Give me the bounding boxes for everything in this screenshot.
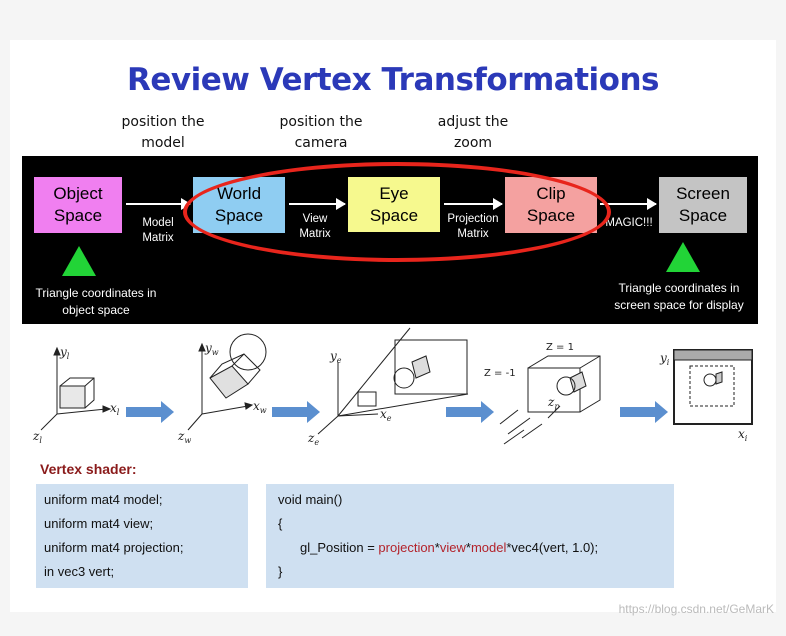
slide-title: Review Vertex Transformations [127,62,659,98]
in-vert-line: in vec3 vert; [44,564,115,579]
model-matrix-label: Model Matrix [132,216,184,246]
object-x-axis-sub: l [117,408,120,417]
object-triangle-icon [62,246,96,276]
world-x-axis-letter: x [253,399,260,413]
screen-space-box: Screen Space [659,177,747,233]
object-z-axis-letter: z [32,429,40,443]
highlight-ellipse [183,162,611,262]
watermark: https://blog.csdn.net/GeMarK [618,602,774,616]
screen-space-label: Screen Space [676,184,730,225]
object-x-axis-label: xl [110,401,120,417]
uniform-projection-line: uniform mat4 projection; [44,540,184,555]
world-z-axis-sub: w [184,436,191,445]
eye-x-axis-label: xe [380,407,392,423]
screen-y-axis-letter: y [659,351,667,365]
shader-declarations-block: uniform mat4 model; uniform mat4 view; u… [36,484,248,588]
eye-x-axis-sub: e [387,414,392,423]
caption-position-model: position the model [108,112,218,154]
clip-z-axis-sub: p [554,402,559,411]
caption-position-camera-text: position the camera [279,114,363,151]
screen-x-axis-label: xi [738,427,748,443]
clip-z-axis-letter: z [547,395,555,409]
transform-figures: yl xl zl yw xw zw ye xe [32,327,753,447]
eye-y-axis-sub: e [337,356,342,365]
eye-x-axis-letter: x [380,407,387,421]
world-z-axis-letter: z [177,429,185,443]
magic-label: MAGIC!!! [600,216,658,231]
object-y-axis-sub: l [67,352,70,361]
caption-adjust-zoom: adjust the zoom [418,112,528,154]
shader-main-block: void main() { gl_Position = projection*v… [266,484,674,588]
screen-triangle-icon [666,242,700,272]
object-y-axis-label: yl [59,345,70,361]
multiply-op-1: * [434,540,440,555]
figure-arrow-4 [620,401,668,423]
world-z-axis-label: zw [177,429,191,445]
vertex-shader-heading: Vertex shader: [40,461,137,477]
main-signature-line: void main() [278,492,343,507]
clip-z-axis-label: zp [547,395,559,411]
caption-position-camera: position the camera [266,112,376,154]
gl-position-line: gl_Position = projection*view*model*vec4… [278,536,666,560]
clip-z-far-label: Z = -1 [484,368,516,379]
figure-arrow-2 [272,401,320,423]
object-space-note: Triangle coordinates in object space [24,285,168,319]
view-term: view [439,540,466,555]
screen-frame-figure: yi xi [659,349,753,443]
screen-x-axis-letter: x [738,427,745,441]
multiply-op-2: * [465,540,471,555]
world-x-axis-label: xw [253,399,267,415]
uniform-view-line: uniform mat4 view; [44,516,154,531]
clip-frame-figure: Z = 1 Z = -1 zp [484,342,601,445]
object-z-axis-sub: l [39,436,42,445]
screen-space-note-text: Triangle coordinates in screen space for… [614,281,744,312]
world-y-axis-label: yw [204,341,219,357]
vec4-suffix: *vec4(vert, 1.0); [506,540,599,555]
figure-arrow-1 [126,401,174,423]
screen-x-axis-sub: i [745,434,748,443]
object-y-axis-letter: y [59,345,67,359]
screen-y-axis-label: yi [659,351,670,367]
world-y-axis-sub: w [212,348,219,357]
caption-position-model-text: position the model [121,114,205,151]
open-brace-line: { [278,516,283,531]
figure-arrow-3 [446,401,494,423]
screen-y-axis-sub: i [667,358,670,367]
caption-adjust-zoom-text: adjust the zoom [437,114,509,151]
object-space-label: Object Space [53,184,103,225]
gl-position-prefix: gl_Position = [300,540,379,555]
model-term: model [470,540,507,555]
world-y-axis-letter: y [204,341,212,355]
world-x-axis-sub: w [260,406,267,415]
eye-frame-figure: ye xe ze [307,327,469,447]
world-frame-figure: yw xw zw [177,333,267,445]
eye-z-axis-sub: e [314,438,319,447]
projection-term: projection [378,540,435,555]
magic-text: MAGIC!!! [605,217,653,229]
arrow-object-to-world [126,198,191,210]
object-z-axis-label: zl [32,429,42,445]
object-x-axis-letter: x [110,401,117,415]
close-brace-line: } [278,564,283,579]
clip-z-near-label: Z = 1 [546,342,574,353]
arrow-clip-to-screen [600,198,657,210]
object-frame-figure: yl xl zl [32,345,120,445]
eye-z-axis-letter: z [307,431,315,445]
model-matrix-text: Model Matrix [142,217,174,244]
eye-y-axis-letter: y [329,349,337,363]
screen-space-note: Triangle coordinates in screen space for… [604,280,754,314]
object-space-box: Object Space [34,177,122,233]
object-space-note-text: Triangle coordinates in object space [35,286,157,317]
uniform-model-line: uniform mat4 model; [44,492,163,507]
eye-y-axis-label: ye [329,349,342,365]
eye-z-axis-label: ze [307,431,319,447]
